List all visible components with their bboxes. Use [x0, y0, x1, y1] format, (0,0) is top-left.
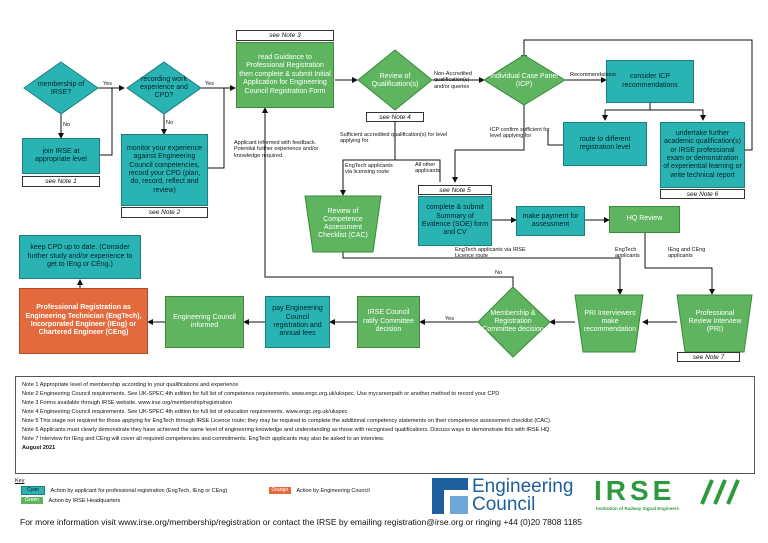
- note-2-tag: see Note 2: [121, 207, 208, 218]
- professional-registration-box: Professional Registration as Engineering…: [19, 288, 148, 354]
- pri-label: Professional Review Interview (PRI): [688, 309, 742, 334]
- irse-ratify-box: IRSE Council ratify Committee decision: [357, 296, 420, 348]
- no-label-1: No: [63, 122, 71, 128]
- note-5-tag: see Note 5: [418, 185, 492, 195]
- cyan-chip: Cyan: [21, 486, 45, 495]
- note-2-text: Note 2 Engineering Council requirements.…: [22, 391, 500, 397]
- recording-question: recording work experience and CPD?: [140, 75, 188, 100]
- cyan-key-text: Action by applicant for professional reg…: [50, 487, 228, 494]
- note-7-text: Note 7 Interview for IEng and CEng will …: [22, 436, 385, 442]
- yes-label-2: Yes: [205, 81, 214, 87]
- green-chip: Green: [21, 497, 43, 504]
- note-1-text: Note 1 Appropriate level of membership a…: [22, 382, 239, 388]
- pri-shape: [676, 294, 753, 353]
- hq-review-box: HQ Review: [609, 206, 680, 233]
- icp-diamond: [483, 54, 566, 106]
- date-text: August 2021: [22, 445, 56, 451]
- irse-slashes-icon: [700, 479, 740, 505]
- ec-logo-text-2: Council: [472, 494, 536, 515]
- engineering-council-logo-icon: [432, 478, 468, 514]
- review-quals-diamond: [357, 49, 433, 111]
- route-different-box: route to different registration level: [563, 122, 647, 166]
- note-3-tag: see Note 3: [236, 30, 334, 41]
- icp-label: Individual Case Panel (ICP): [490, 72, 558, 88]
- join-irse-box: join IRSE at appropriate level: [22, 138, 100, 174]
- note-4-text: Note 4 Engineering Council requirements.…: [22, 409, 348, 415]
- note-6-tag: see Note 6: [660, 189, 745, 199]
- notes-panel: Note 1 Appropriate level of membership a…: [15, 376, 755, 474]
- green-key-text: Action by IRSE Headquarters: [48, 497, 121, 504]
- undertake-box: undertake further academic qualification…: [660, 122, 745, 188]
- mrc-diamond: [477, 286, 551, 358]
- applicant-informed-label: Applicant informed with feedback. Potent…: [234, 140, 319, 159]
- footer-info: For more information visit www.irse.org/…: [20, 517, 582, 527]
- pri-interviewers-label: PRI Interviewers make recommendation: [583, 309, 637, 334]
- make-payment-box: make payment for assessment: [516, 206, 585, 236]
- read-guidance-box: read Guidance to Professional Registrati…: [236, 42, 334, 108]
- key-legend: Key Cyan Action by applicant for profess…: [15, 478, 435, 504]
- review-quals-label: Review of Qualification(s): [371, 72, 419, 88]
- engtech-licensing-label: EngTech applicants via licensing route: [345, 163, 393, 176]
- note-7-tag: see Note 7: [677, 352, 740, 362]
- note-6-text: Note 6 Applicants must clearly demonstra…: [22, 427, 551, 433]
- complete-soe-box: complete & submit Summary of Evidence (S…: [418, 196, 492, 246]
- no-label-3: No: [495, 270, 503, 276]
- icp-confirm-label: ICP confirm sufficient for level applyin…: [490, 127, 550, 140]
- engtech-applicants-label: EngTech applicants: [615, 247, 640, 260]
- cac-shape: [304, 195, 382, 253]
- recording-diamond: [126, 61, 202, 115]
- monitor-box: monitor your experience against Engineer…: [121, 134, 208, 206]
- yes-label-1: Yes: [103, 81, 112, 87]
- ec-logo-text-1: Engineering: [472, 476, 574, 497]
- keep-cpd-box: keep CPD up to date. (Consider further s…: [19, 235, 141, 279]
- cac-label: Review of Competence Assessment Checklis…: [318, 207, 368, 240]
- sufficient-accredited-label: Sufficient accredited qualification(s) f…: [340, 132, 448, 145]
- key-title: Key: [15, 478, 25, 484]
- irse-logo-text: IRSE: [594, 475, 676, 506]
- ec-informed-box: Engineering Council informed: [165, 296, 244, 348]
- recommendations-label: Recommendations: [570, 72, 616, 78]
- ieng-ceng-label: IEng and CEng applicants: [668, 247, 706, 260]
- pri-interviewers-shape: [574, 294, 644, 353]
- note-3-text: Note 3 Forms available through IRSE webs…: [22, 400, 232, 406]
- note-1-tag: see Note 1: [22, 176, 100, 187]
- pay-ec-box: pay Engineering Council registration and…: [265, 296, 330, 348]
- engtech-licence-label: EngTech applicants via IRSE Licence rout…: [455, 247, 526, 260]
- no-label-2: No: [166, 120, 174, 126]
- yes-label-3: Yes: [445, 316, 454, 322]
- note-4-tag: see Note 4: [366, 112, 424, 122]
- non-accredited-label: Non-Accredited qualification(s) and/or q…: [434, 71, 472, 90]
- consider-icp-box: consider ICP recommendations: [606, 60, 694, 103]
- note-5-text: Note 5 This stage not required for those…: [22, 418, 552, 424]
- irse-logo-subtitle: Institution of Railway Signal Engineers: [596, 506, 680, 511]
- orange-key-text: Action by Engineering Council: [296, 487, 370, 494]
- membership-question: membership of IRSE?: [37, 80, 85, 96]
- membership-diamond: [23, 61, 99, 115]
- orange-chip: Orange: [268, 487, 291, 494]
- all-other-label: All other applicants: [415, 162, 440, 175]
- mrc-label: Membership & Registration Committee deci…: [482, 309, 544, 334]
